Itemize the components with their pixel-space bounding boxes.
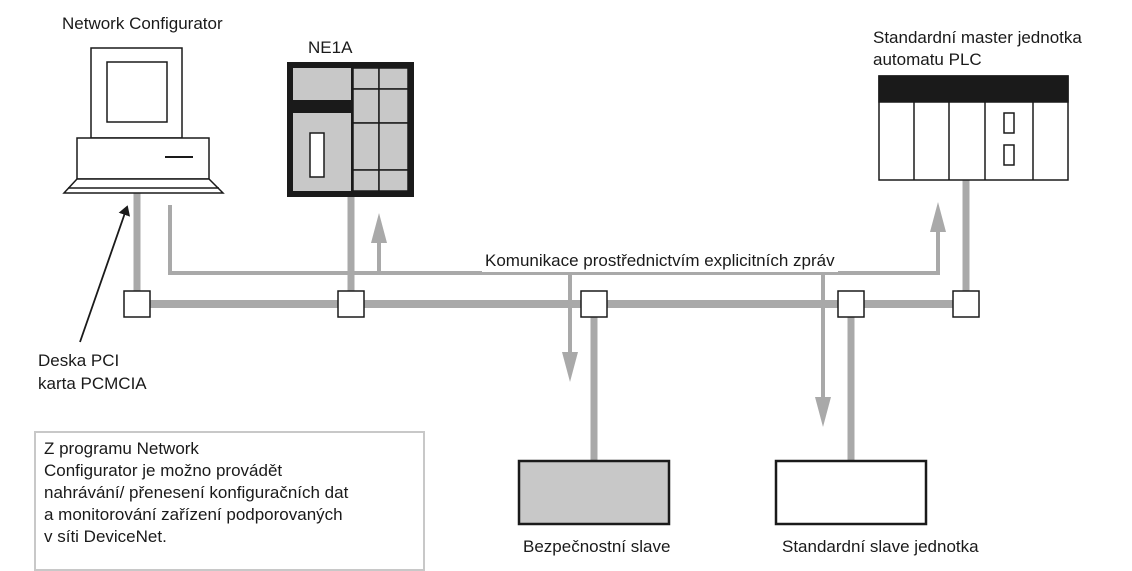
controller-icon <box>287 62 414 197</box>
explicit-message-arrowheads <box>371 202 946 427</box>
note-line: Configurator je možno provádět <box>44 461 283 480</box>
note-line: a monitorování zařízení podporovaných <box>44 505 343 524</box>
pci-board-label: Deska PCI <box>38 351 120 370</box>
note-line: nahrávání/ přenesení konfiguračních dat <box>44 483 349 502</box>
explicit-message-path <box>168 205 940 403</box>
tap-node-icon <box>337 290 365 318</box>
pcmcia-card-label: karta PCMCIA <box>38 374 147 393</box>
safety-slave-label: Bezpečnostní slave <box>523 537 671 556</box>
note-line: Z programu Network <box>44 439 199 458</box>
pci-pointer-arrow <box>79 205 131 343</box>
devicenet-diagram: Network Configurator NE1A Standardní mas… <box>34 14 1082 571</box>
configurator-note-box: Z programu Network Configurator je možno… <box>34 431 425 571</box>
safety-slave-device <box>517 459 671 526</box>
network-configurator-label: Network Configurator <box>62 14 223 33</box>
tap-node-icon <box>837 290 865 318</box>
tap-node-icon <box>580 290 608 318</box>
plc-master-label-line2: automatu PLC <box>873 50 982 69</box>
arrow-down-standard-slave <box>815 397 831 427</box>
plc-master-label-line1: Standardní master jednotka <box>873 28 1082 47</box>
standard-slave-device <box>774 459 928 526</box>
computer-icon <box>62 47 225 194</box>
arrow-up-plc <box>930 202 946 232</box>
ne1a-label: NE1A <box>308 38 353 57</box>
tap-node-icon <box>952 290 980 318</box>
arrow-up-ne1a <box>371 213 387 243</box>
explicit-messaging-label: Komunikace prostřednictvím explicitních … <box>482 250 838 272</box>
drop-lines <box>133 180 970 461</box>
standard-slave-label: Standardní slave jednotka <box>782 537 979 556</box>
note-line: v síti DeviceNet. <box>44 527 167 546</box>
tap-node-icon <box>123 290 151 318</box>
arrow-down-safety-slave <box>562 352 578 382</box>
tap-nodes <box>123 290 980 318</box>
plc-rack-icon <box>878 75 1069 181</box>
diagram-canvas <box>62 47 1069 526</box>
